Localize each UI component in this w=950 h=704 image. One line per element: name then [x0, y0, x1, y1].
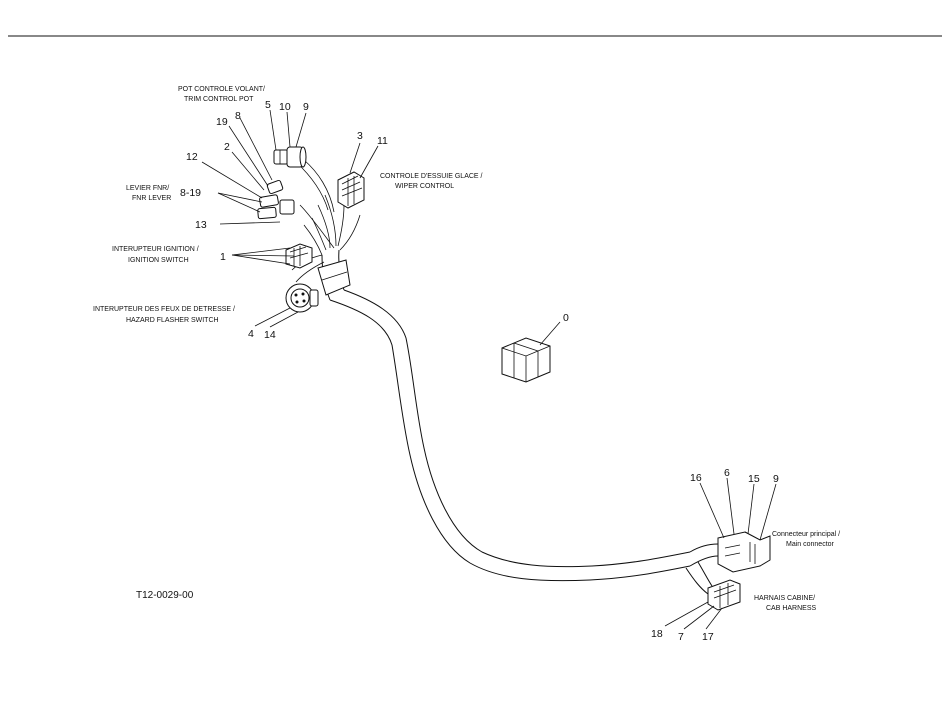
- callout-3: 3: [357, 130, 363, 142]
- callout-9-conn: 9: [773, 473, 779, 485]
- callout-15: 15: [748, 473, 760, 485]
- callout-17: 17: [702, 631, 714, 643]
- hazard-flasher-switch: [285, 283, 319, 313]
- callout-2: 2: [224, 141, 230, 153]
- fnr-lever-connectors: [257, 179, 295, 220]
- callout-5: 5: [265, 99, 271, 111]
- fnr-label-fr: LEVIER FNR/: [126, 185, 169, 192]
- cab-harness-label-fr: HARNAIS CABINE/: [754, 595, 815, 602]
- hazard-label-fr: INTERUPTEUR DES FEUX DE DETRESSE /: [93, 306, 235, 313]
- wiper-control-connector: [337, 171, 365, 209]
- callout-7: 7: [678, 631, 684, 643]
- callout-9-top: 9: [303, 101, 309, 113]
- callout-4: 4: [248, 328, 254, 340]
- main-connector: [689, 531, 771, 573]
- trim-control-pot: [273, 146, 307, 168]
- callout-0: 0: [563, 312, 569, 324]
- callout-8-19: 8-19: [180, 187, 201, 199]
- wiper-label-fr: CONTROLE D'ESSUIE GLACE /: [380, 173, 483, 180]
- trim-pot-label-en: TRIM CONTROL POT: [184, 96, 254, 103]
- callout-16: 16: [690, 472, 702, 484]
- wiper-label-en: WIPER CONTROL: [395, 183, 454, 190]
- callout-8: 8: [235, 110, 241, 122]
- callout-14: 14: [264, 329, 276, 341]
- hazard-label-en: HAZARD FLASHER SWITCH: [126, 317, 219, 324]
- callout-11: 11: [377, 135, 388, 147]
- callout-12: 12: [186, 151, 198, 163]
- cab-harness-connector: [685, 561, 741, 611]
- drawing-code: T12-0029-00: [136, 590, 194, 601]
- main-connector-label-en: Main connector: [786, 541, 835, 548]
- trim-pot-label-fr: POT CONTROLE VOLANT/: [178, 86, 265, 93]
- fnr-label-en: FNR LEVER: [132, 195, 171, 202]
- callout-6: 6: [724, 467, 730, 479]
- callout-10: 10: [279, 101, 291, 113]
- ignition-switch: [285, 243, 313, 269]
- callout-1: 1: [220, 251, 226, 263]
- cab-harness-label-en: CAB HARNESS: [766, 605, 817, 612]
- ignition-label-fr: INTERUPTEUR IGNITION /: [112, 246, 199, 253]
- callout-18: 18: [651, 628, 663, 640]
- harness-hose: [291, 159, 691, 582]
- callout-13: 13: [195, 219, 207, 231]
- kit-box: [501, 337, 551, 383]
- main-connector-label-fr: Connecteur principal /: [772, 531, 840, 538]
- ignition-label-en: IGNITION SWITCH: [128, 257, 189, 264]
- leader-lines: [201, 109, 777, 630]
- callout-19: 19: [216, 116, 228, 128]
